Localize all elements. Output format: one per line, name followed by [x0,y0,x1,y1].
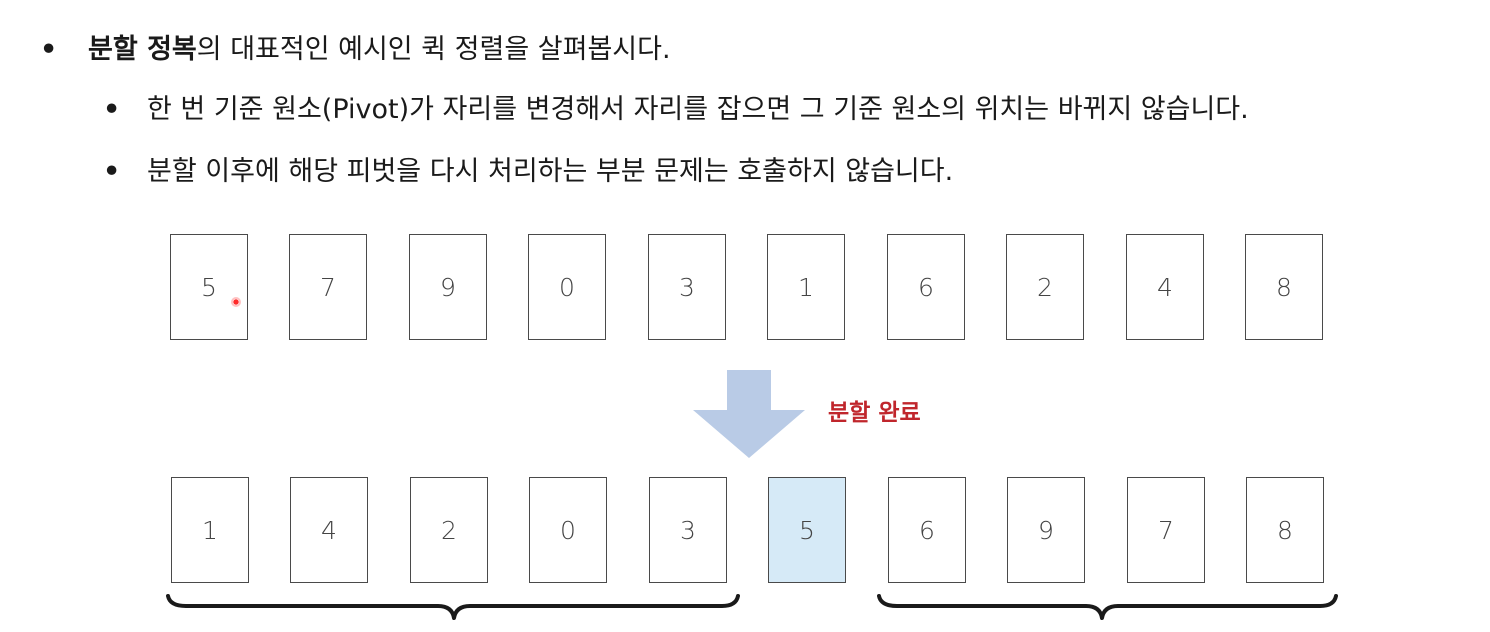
card-after: 7 [1127,477,1205,583]
card-after: 4 [290,477,368,583]
down-arrow-icon [693,370,805,458]
card-before: 2 [1006,234,1084,340]
left-subproblem-brace [166,594,740,620]
main-bullet-text: 분할 정복의 대표적인 예시인 퀵 정렬을 살펴봅시다. [88,32,671,68]
card-before: 8 [1245,234,1323,340]
card-before: 7 [289,234,367,340]
bullet-marker: • [40,34,58,65]
sub-bullet-2-text: 분할 이후에 해당 피벗을 다시 처리하는 부분 문제는 호출하지 않습니다. [147,156,954,187]
main-bullet-rest: 의 대표적인 예시인 퀵 정렬을 살펴봅시다. [196,34,671,65]
pivot-card: 5 [768,477,846,583]
card-after: 6 [888,477,966,583]
card-after: 2 [410,477,488,583]
card-after: 1 [171,477,249,583]
bullet-marker: • [103,156,121,187]
card-before: 3 [648,234,726,340]
main-bullet-bold: 분할 정복 [88,34,197,65]
card-after: 0 [529,477,607,583]
card-after: 8 [1246,477,1324,583]
card-before: 5 [170,234,248,340]
card-after: 9 [1007,477,1085,583]
partition-complete-label: 분할 완료 [828,400,921,426]
sub-bullet-1-text: 한 번 기준 원소(Pivot)가 자리를 변경해서 자리를 잡으면 그 기준 … [147,94,1249,125]
right-subproblem-brace [877,594,1338,620]
card-before: 9 [409,234,487,340]
card-before: 0 [528,234,606,340]
bullet-marker: • [103,94,121,125]
card-before: 6 [887,234,965,340]
card-before: 1 [767,234,845,340]
card-after: 3 [649,477,727,583]
cursor-indicator-icon [231,297,241,307]
subproblem-braces [166,594,1338,620]
card-before: 4 [1126,234,1204,340]
